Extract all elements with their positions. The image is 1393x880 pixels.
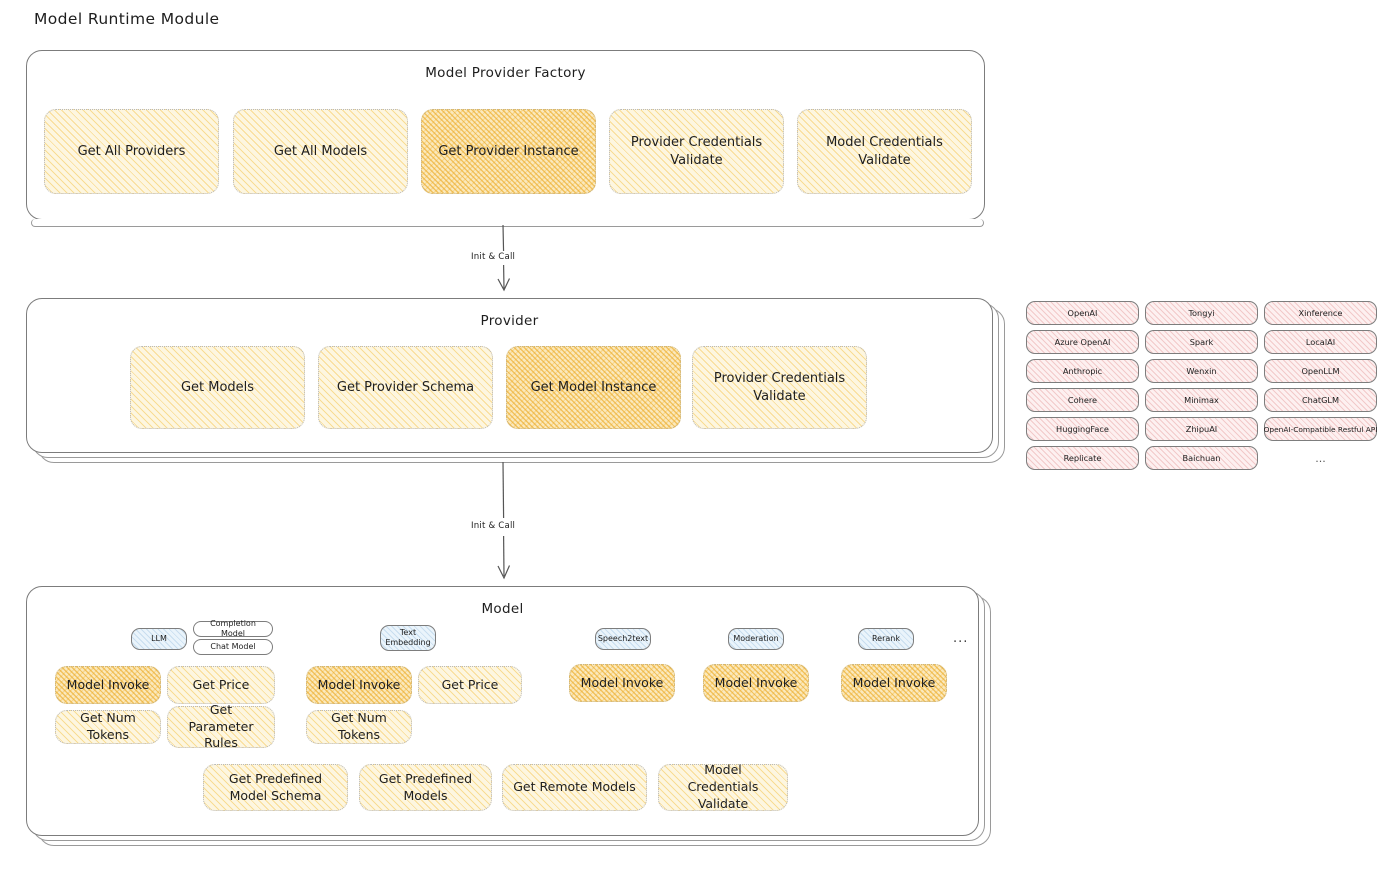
- provider-tag-localai[interactable]: LocalAI: [1264, 330, 1377, 354]
- provider-tag-replicate[interactable]: Replicate: [1026, 446, 1139, 470]
- text-embedding-block-model-invoke[interactable]: Model Invoke: [306, 666, 412, 704]
- provider-tag-baichuan[interactable]: Baichuan: [1145, 446, 1258, 470]
- model-panel: Model ... LLM Completion Model Chat Mode…: [26, 586, 979, 836]
- provider-tag-ellipsis: ...: [1315, 452, 1326, 465]
- model-types-ellipsis: ...: [953, 631, 969, 646]
- provider-tag-azure-openai[interactable]: Azure OpenAI: [1026, 330, 1139, 354]
- provider-panel: Provider Get Models Get Provider Schema …: [26, 298, 993, 453]
- arrow-provider-to-model: Init & Call: [460, 461, 580, 584]
- arrow-2-label: Init & Call: [468, 520, 519, 532]
- provider-block-get-provider-schema[interactable]: Get Provider Schema: [318, 346, 493, 429]
- provider-tag-zhipuai[interactable]: ZhipuAI: [1145, 417, 1258, 441]
- model-provider-factory-panel: Model Provider Factory Get All Providers…: [26, 50, 985, 220]
- moderation-block-model-invoke[interactable]: Model Invoke: [703, 664, 809, 702]
- provider-tag-chatglm[interactable]: ChatGLM: [1264, 388, 1377, 412]
- model-subtype-chip-completion-model[interactable]: Completion Model: [193, 619, 273, 638]
- factory-stack-layer: [31, 219, 984, 227]
- llm-block-get-num-tokens[interactable]: Get Num Tokens: [55, 710, 161, 744]
- provider-tag-openllm[interactable]: OpenLLM: [1264, 359, 1377, 383]
- model-type-chip-moderation[interactable]: Moderation: [728, 628, 784, 650]
- provider-tag-cohere[interactable]: Cohere: [1026, 388, 1139, 412]
- provider-tag-huggingface[interactable]: HuggingFace: [1026, 417, 1139, 441]
- llm-block-model-invoke[interactable]: Model Invoke: [55, 666, 161, 704]
- provider-tag-xinference[interactable]: Xinference: [1264, 301, 1377, 325]
- page-title: Model Runtime Module: [34, 10, 220, 28]
- model-provider-factory-title: Model Provider Factory: [425, 65, 586, 81]
- provider-block-provider-credentials-validate[interactable]: Provider Credentials Validate: [692, 346, 867, 429]
- provider-block-get-model-instance[interactable]: Get Model Instance: [506, 346, 681, 429]
- text-embedding-block-get-price[interactable]: Get Price: [418, 666, 522, 704]
- speech2text-block-model-invoke[interactable]: Model Invoke: [569, 664, 675, 702]
- factory-block-model-credentials-validate[interactable]: Model Credentials Validate: [797, 109, 972, 194]
- factory-block-get-all-models[interactable]: Get All Models: [233, 109, 408, 194]
- model-type-chip-llm[interactable]: LLM: [131, 628, 187, 650]
- provider-tag-spark[interactable]: Spark: [1145, 330, 1258, 354]
- factory-block-provider-credentials-validate[interactable]: Provider Credentials Validate: [609, 109, 784, 194]
- provider-tag-minimax[interactable]: Minimax: [1145, 388, 1258, 412]
- model-block-get-predefined-model-schema[interactable]: Get Predefined Model Schema: [203, 764, 348, 811]
- model-title: Model: [481, 601, 524, 617]
- text-embedding-block-get-num-tokens[interactable]: Get Num Tokens: [306, 710, 412, 744]
- model-block-get-predefined-models[interactable]: Get Predefined Models: [359, 764, 492, 811]
- model-type-chip-text-embedding[interactable]: Text Embedding: [380, 625, 436, 651]
- provider-tag-openai[interactable]: OpenAI: [1026, 301, 1139, 325]
- llm-block-get-parameter-rules[interactable]: Get Parameter Rules: [167, 702, 275, 750]
- arrow-2-icon: [497, 461, 511, 580]
- provider-tag-wenxin[interactable]: Wenxin: [1145, 359, 1258, 383]
- arrow-1-icon: [497, 224, 511, 292]
- provider-tag-anthropic[interactable]: Anthropic: [1026, 359, 1139, 383]
- rerank-block-model-invoke[interactable]: Model Invoke: [841, 664, 947, 702]
- llm-block-get-price[interactable]: Get Price: [167, 666, 275, 704]
- factory-block-get-all-providers[interactable]: Get All Providers: [44, 109, 219, 194]
- provider-title: Provider: [480, 313, 539, 329]
- arrow-factory-to-provider: Init & Call: [460, 224, 580, 297]
- model-subtype-chip-chat-model[interactable]: Chat Model: [193, 639, 273, 655]
- factory-block-get-provider-instance[interactable]: Get Provider Instance: [421, 109, 596, 194]
- provider-tag-openai-compatible-restful-api[interactable]: OpenAI-Compatible Restful API: [1264, 417, 1377, 441]
- model-type-chip-speech2text[interactable]: Speech2text: [595, 628, 651, 650]
- provider-tag-tongyi[interactable]: Tongyi: [1145, 301, 1258, 325]
- model-type-chip-rerank[interactable]: Rerank: [858, 628, 914, 650]
- provider-block-get-models[interactable]: Get Models: [130, 346, 305, 429]
- arrow-1-label: Init & Call: [468, 251, 519, 263]
- model-block-get-remote-models[interactable]: Get Remote Models: [502, 764, 647, 811]
- model-block-model-credentials-validate[interactable]: Model Credentials Validate: [658, 762, 788, 811]
